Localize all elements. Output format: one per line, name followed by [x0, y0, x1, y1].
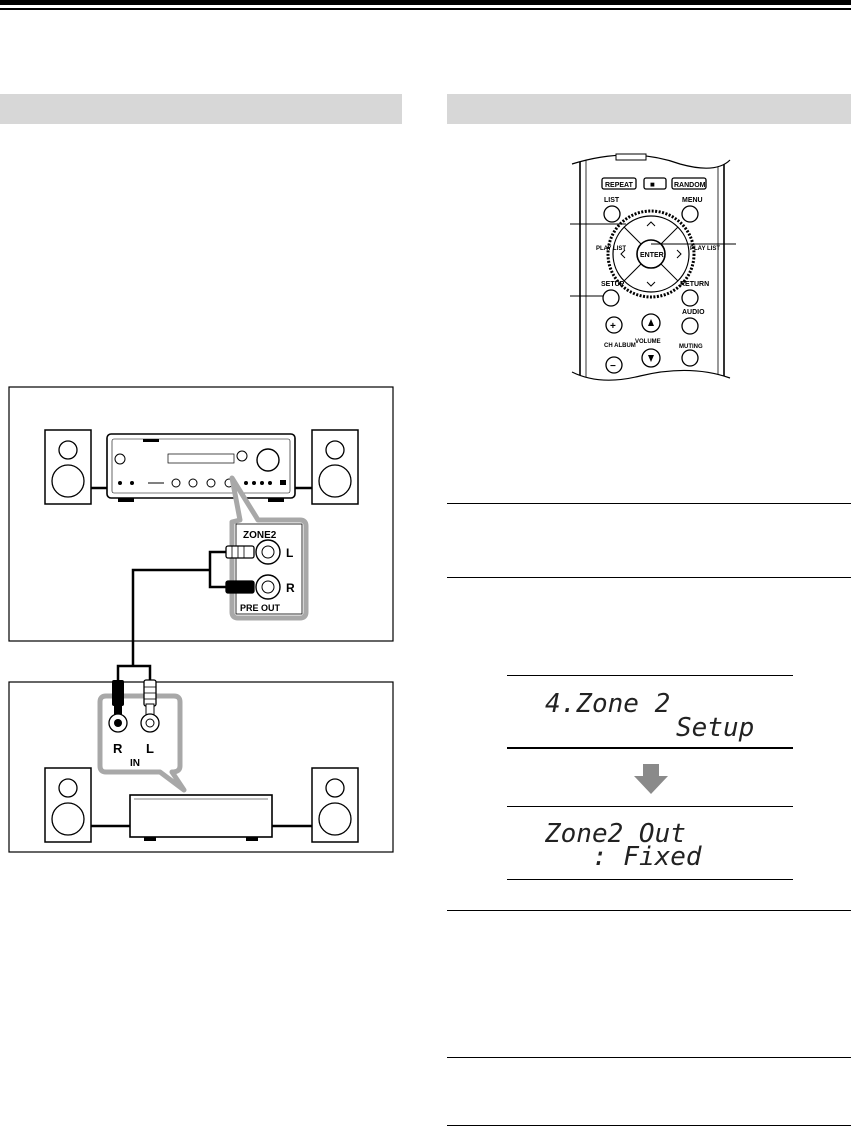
rca-plug-white [225, 545, 255, 559]
step-divider [447, 1057, 851, 1058]
menu-button[interactable] [681, 205, 699, 223]
audio-cable [131, 568, 210, 666]
remote-control-illustration: REPEAT ■ RANDOM LIST MENU ENTER PLAY LIS… [570, 153, 736, 381]
left-arrow-icon [620, 249, 626, 259]
audio-label: AUDIO [682, 309, 705, 316]
enter-button[interactable]: ENTER [636, 239, 666, 269]
speaker-icon [311, 767, 359, 843]
jack-l-icon [255, 539, 281, 565]
rca-plug-black [112, 680, 124, 716]
list-button[interactable] [603, 205, 621, 223]
down-arrow-icon [634, 764, 668, 794]
display-rule [507, 747, 793, 749]
svg-text:REPEAT: REPEAT [605, 182, 634, 189]
down-arrow-icon [646, 281, 656, 287]
ch-minus-button[interactable] [605, 356, 623, 374]
jack-r-icon [255, 574, 281, 600]
volume-down-icon [648, 355, 654, 362]
audio-button[interactable] [681, 317, 699, 335]
main-room-box [8, 386, 394, 642]
out-r-label: R [286, 581, 295, 595]
jack-in-l-icon [140, 713, 160, 733]
list-label: LIST [604, 197, 620, 204]
section-bar-right [447, 94, 851, 124]
muting-label: MUTING [679, 344, 703, 350]
rca-plug-white [143, 679, 157, 717]
display-rule [507, 675, 793, 676]
svg-text:+: + [610, 321, 616, 332]
stop-button[interactable]: ■ [643, 177, 667, 190]
return-label: RETURN [680, 281, 709, 288]
ch-album-label: CH ALBUM [604, 343, 636, 349]
header-rule-thick [0, 0, 851, 5]
in-r-label: R [113, 741, 123, 756]
muting-button[interactable] [681, 349, 699, 367]
return-button[interactable] [681, 289, 699, 307]
svg-text:−: − [610, 361, 616, 372]
display-rule [507, 806, 793, 807]
connection-diagram: ZONE2 L R PRE OUT R L IN [8, 386, 394, 853]
zone2-label: ZONE2 [243, 530, 277, 541]
svg-text:■: ■ [650, 180, 655, 189]
repeat-button[interactable]: REPEAT [601, 177, 637, 190]
display-screen1-line2: Setup [676, 713, 755, 743]
playlist-right-label: PLAY LIST [690, 246, 720, 252]
volume-up-icon [648, 319, 654, 326]
setup-label: SETUP [601, 281, 625, 288]
random-button[interactable]: RANDOM [671, 177, 707, 190]
menu-label: MENU [682, 197, 703, 204]
in-label: IN [130, 758, 140, 769]
right-arrow-icon [676, 249, 682, 259]
pre-out-label: PRE OUT [240, 603, 281, 613]
receiver-icon [106, 433, 296, 502]
svg-text:ENTER: ENTER [640, 252, 664, 259]
display-rule [507, 879, 793, 880]
speaker-icon [44, 429, 92, 505]
display-screen2-line1: Zone2 Out [545, 819, 686, 849]
section-bar-left [0, 94, 402, 124]
setup-button[interactable] [602, 289, 620, 307]
playlist-left-label: PLAY LIST [596, 246, 626, 252]
step-divider [447, 577, 851, 578]
step-divider [447, 503, 851, 504]
in-l-label: L [146, 741, 154, 756]
out-l-label: L [286, 546, 293, 560]
svg-text:RANDOM: RANDOM [674, 182, 706, 189]
speaker-icon [311, 429, 359, 505]
speaker-icon [44, 767, 92, 843]
header-rule-thin [0, 8, 851, 10]
rca-plug-black [225, 580, 255, 594]
ch-plus-button[interactable] [605, 316, 623, 334]
up-arrow-icon [646, 221, 656, 227]
display-screen1-line1: 4.Zone 2 [545, 689, 671, 719]
volume-label: VOLUME [635, 339, 661, 345]
amplifier-icon [129, 794, 273, 841]
step-divider [447, 910, 851, 911]
display-screen2-line2: : Fixed [592, 842, 702, 872]
